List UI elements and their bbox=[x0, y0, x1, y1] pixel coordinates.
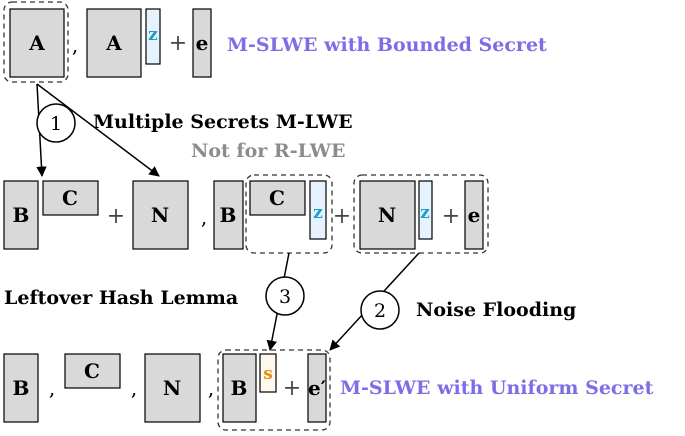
vector-z-box bbox=[145, 8, 161, 65]
vector-z3-box bbox=[418, 180, 433, 240]
comma: , bbox=[49, 376, 55, 400]
step-3-circle bbox=[265, 276, 305, 316]
matrix-a2-box bbox=[86, 8, 142, 78]
title-bounded-secret: M-SLWE with Bounded Secret bbox=[227, 34, 547, 56]
matrix-b4-label: B bbox=[231, 376, 248, 400]
vector-z2-label: z bbox=[313, 203, 323, 223]
plus: + bbox=[333, 204, 351, 229]
dashed-group-nze bbox=[353, 174, 489, 254]
step-3: 3 Leftover Hash Lemma bbox=[4, 252, 305, 352]
comma: , bbox=[208, 376, 214, 400]
vector-e-prime-label: e′ bbox=[308, 376, 326, 400]
title-uniform-secret: M-SLWE with Uniform Secret bbox=[340, 377, 654, 399]
matrix-b3-label: B bbox=[13, 376, 30, 400]
matrix-b3-box bbox=[3, 353, 39, 423]
vector-e2-label: e bbox=[468, 203, 481, 227]
step-2: 2 Noise Flooding bbox=[329, 252, 576, 351]
matrix-n-box bbox=[132, 180, 189, 250]
step-2-label: Noise Flooding bbox=[416, 299, 576, 321]
plus: + bbox=[442, 204, 460, 229]
arrow-1b bbox=[36, 83, 160, 177]
row-uniform-secret: B , C , N , B s + e′ M-SLWE with Uniform… bbox=[3, 349, 654, 431]
matrix-a-box bbox=[9, 8, 65, 78]
matrix-c3-label: C bbox=[84, 359, 100, 383]
row-bounded-secret: A , A z + e M-SLWE with Bounded Secret bbox=[3, 1, 547, 83]
step-1-number: 1 bbox=[50, 113, 62, 135]
step-3-number: 3 bbox=[279, 286, 291, 308]
matrix-b-box bbox=[3, 180, 39, 250]
matrix-n-label: N bbox=[151, 203, 169, 227]
step-2-circle bbox=[360, 290, 400, 330]
matrix-n3-label: N bbox=[163, 376, 181, 400]
matrix-n3-box bbox=[144, 353, 201, 423]
step-1: 1 Multiple Secrets M-LWE Not for R-LWE bbox=[36, 83, 353, 178]
comma: , bbox=[131, 376, 137, 400]
matrix-n2-box bbox=[359, 180, 416, 250]
dashed-group-a bbox=[3, 1, 69, 83]
vector-e-prime-box bbox=[307, 353, 327, 423]
step-1-note: Not for R-LWE bbox=[191, 140, 345, 162]
matrix-a2-label: A bbox=[105, 31, 122, 55]
comma: , bbox=[201, 205, 207, 229]
plus: + bbox=[283, 376, 301, 401]
matrix-c-label: C bbox=[62, 186, 78, 210]
vector-e2-box bbox=[464, 180, 484, 250]
matrix-c2-label: C bbox=[269, 186, 285, 210]
step-1-circle bbox=[36, 103, 76, 143]
plus: + bbox=[107, 204, 125, 229]
vector-z-label: z bbox=[148, 25, 158, 45]
matrix-b4-box bbox=[222, 353, 257, 423]
step-1-label: Multiple Secrets M-LWE bbox=[93, 111, 353, 133]
row-multiple-secrets: B C + N , B C z + N z + e bbox=[3, 174, 489, 254]
step-3-label: Leftover Hash Lemma bbox=[4, 287, 238, 309]
matrix-b2-box bbox=[213, 180, 244, 250]
vector-e-box bbox=[192, 8, 212, 78]
matrix-b2-label: B bbox=[220, 203, 237, 227]
vector-e-label: e bbox=[196, 31, 209, 55]
vector-z3-label: z bbox=[420, 203, 430, 223]
matrix-a-label: A bbox=[28, 31, 45, 55]
matrix-c3-box bbox=[64, 353, 121, 389]
matrix-b-label: B bbox=[13, 203, 30, 227]
matrix-c2-box bbox=[249, 180, 306, 216]
vector-s-box bbox=[259, 353, 277, 393]
vector-z2-box bbox=[309, 180, 327, 240]
dashed-group-bse bbox=[217, 349, 331, 431]
comma: , bbox=[72, 33, 78, 57]
step-2-number: 2 bbox=[374, 300, 386, 322]
matrix-n2-label: N bbox=[378, 203, 396, 227]
vector-s-label: s bbox=[263, 364, 273, 384]
matrix-c-box bbox=[42, 180, 99, 216]
plus: + bbox=[169, 31, 187, 56]
